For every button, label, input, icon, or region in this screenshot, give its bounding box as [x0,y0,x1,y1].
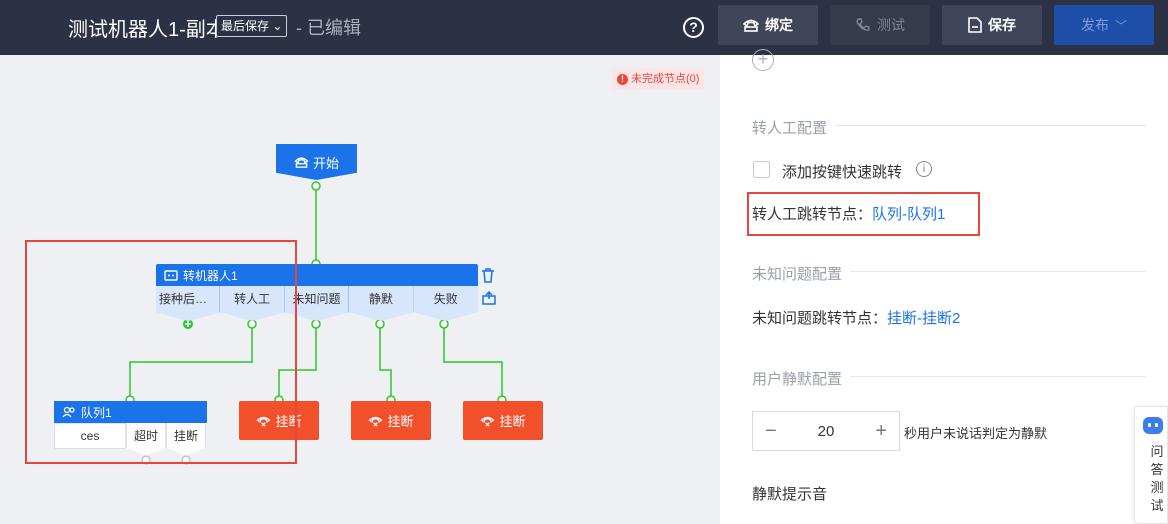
bind-button[interactable]: 绑定 [718,5,818,45]
divider [850,271,1146,272]
chevron-down-icon: ⌄ [272,19,283,33]
minus-icon[interactable]: − [765,419,777,442]
publish-button[interactable]: 发布 ﹀ [1054,5,1154,45]
silence-stepper: − 20 + [752,411,900,451]
quick-jump-label: 添加按键快速跳转 [782,164,903,181]
file-icon [968,17,982,33]
unknown-node-row: 未知问题跳转节点：挂断-挂断2 [752,310,961,327]
divider [836,125,1146,126]
qa-test-label: 问答测试 [1150,444,1164,513]
branch-transfer-human[interactable]: 转人工 [220,286,285,321]
branch-failure[interactable]: 失败 [413,286,478,321]
section-unknown: 未知问题配置 [752,266,843,283]
robot-icon [164,270,178,281]
edit-status: - 已编辑 [296,18,361,38]
hangup-node-3[interactable]: 挂断 [463,401,543,440]
robot-branches: 接种后要... 转人工 未知问题 静默 失败 [156,286,478,321]
queue-node-body: ces 超时 挂断 [54,423,207,456]
hangup-node-1[interactable]: 挂断 [239,401,319,440]
config-panel: + 转人工配置 添加按键快速跳转 i 转人工跳转节点：队列-队列1 未知问题配置… [720,49,1168,524]
transfer-node-link[interactable]: 队列-队列1 [872,206,946,223]
section-transfer: 转人工配置 [752,120,828,137]
queue-node[interactable]: 队列1 ces 超时 挂断 [54,401,207,456]
hangup-icon [256,416,272,427]
bot-icon [1143,417,1163,434]
quick-jump-checkbox[interactable] [753,161,770,178]
robot-node[interactable]: 转机器人1 接种后要... 转人工 未知问题 静默 失败 [156,264,478,321]
queue-node-header: 队列1 [54,401,207,423]
hangup-node-2[interactable]: 挂断 [351,401,431,440]
delete-icon[interactable] [481,268,495,286]
branch-hangup[interactable]: 挂断 [166,423,206,456]
incomplete-nodes-badge[interactable]: ! 未完成节点(0) [612,68,705,90]
users-icon [62,406,75,418]
info-icon[interactable]: i [916,161,932,177]
branch-post-vaccine[interactable]: 接种后要... [156,286,221,321]
transfer-node-row: 转人工跳转节点：队列-队列1 [752,206,946,223]
copy-icon[interactable] [482,290,496,308]
silence-prompt-label: 静默提示音 [752,486,828,503]
page-title: 测试机器人1-副本 [68,19,226,41]
hangup-icon [480,416,496,427]
top-header: 测试机器人1-副本 最后保存 ⌄ - 已编辑 ? 绑定 测试 保存 发布 ﹀ [0,0,1168,55]
branch-unknown-question[interactable]: 未知问题 [284,286,350,321]
hangup-icon [368,416,384,427]
divider [850,376,1146,377]
call-icon [856,18,870,31]
add-icon[interactable]: + [752,49,774,71]
help-icon[interactable]: ? [683,17,704,38]
section-silence: 用户静默配置 [752,371,843,388]
queue-cell: ces [54,423,126,449]
test-button[interactable]: 测试 [830,5,930,45]
alert-icon: ! [617,73,628,85]
flow-canvas[interactable]: ! 未完成节点(0) 开始 转机器人1 接种后要... 转人工 未知问题 静默 … [0,55,720,524]
save-version-select[interactable]: 最后保存 ⌄ [216,15,288,37]
silence-value[interactable]: 20 [817,422,835,440]
robot-node-header: 转机器人1 [156,264,478,286]
branch-timeout[interactable]: 超时 [126,423,166,456]
silence-suffix: 秒用户未说话判定为静默 [904,426,1048,441]
qa-test-float[interactable]: 问答测试 [1134,406,1168,524]
plus-icon[interactable]: + [875,419,887,442]
start-node[interactable]: 开始 [276,144,357,180]
phone-icon [294,157,309,168]
save-button[interactable]: 保存 [942,5,1042,45]
phone-icon [743,19,759,32]
chevron-down-icon: ﹀ [1114,18,1127,33]
branch-silence[interactable]: 静默 [349,286,414,321]
unknown-node-link[interactable]: 挂断-挂断2 [887,310,961,327]
